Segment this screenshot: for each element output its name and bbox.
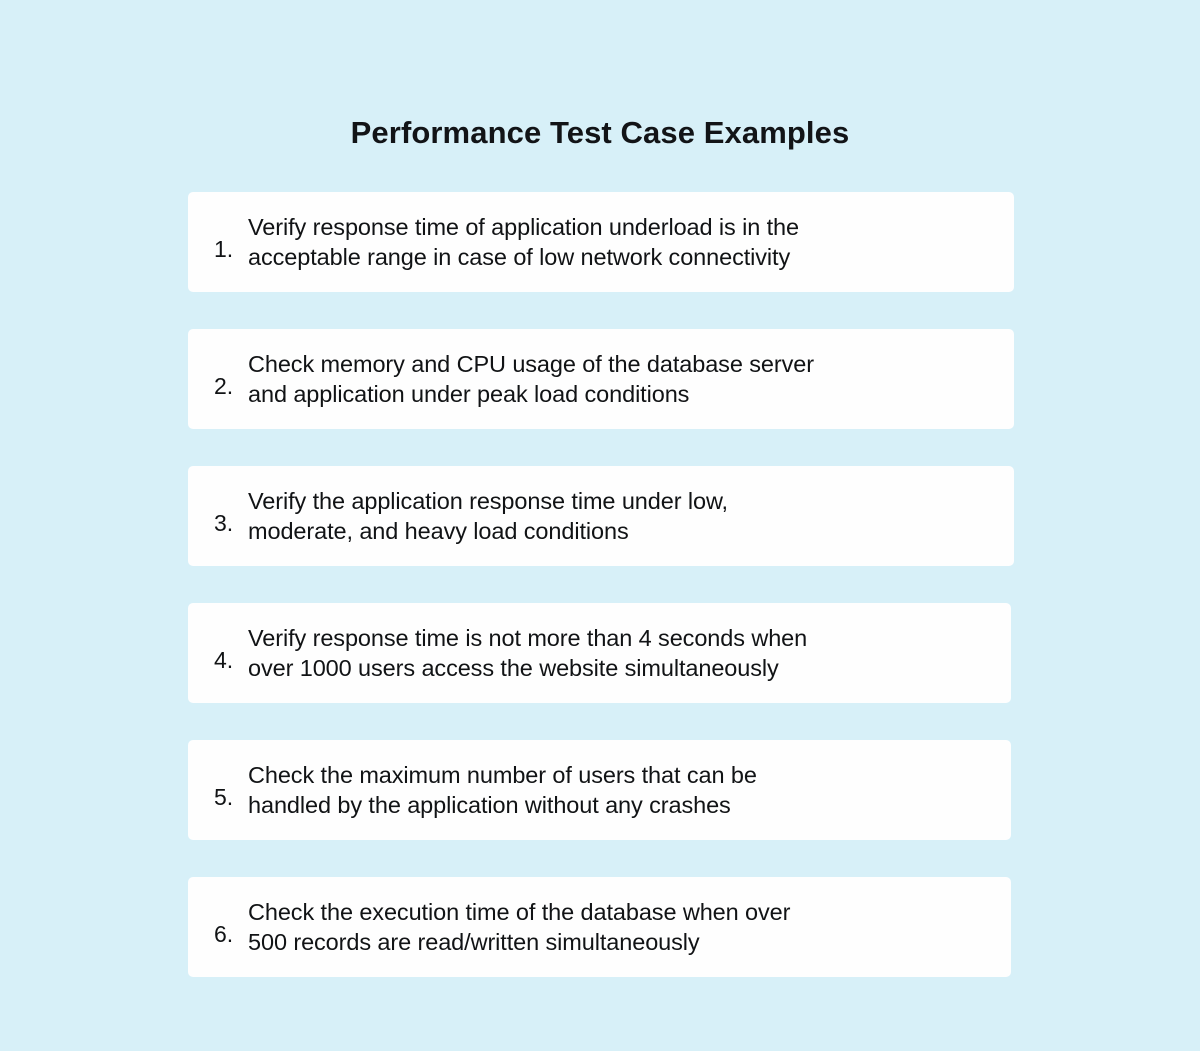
list-item-text: Check the execution time of the database…	[248, 897, 997, 957]
list-item-number: 1.	[214, 236, 234, 262]
list-item-text-line: over 1000 users access the website simul…	[248, 655, 779, 681]
list-item-text-line: Verify response time of application unde…	[248, 214, 799, 240]
list-item: 5. Check the maximum number of users tha…	[188, 740, 1011, 840]
list-item-number: 6.	[214, 921, 234, 947]
list-item-text-line: Verify the application response time und…	[248, 488, 728, 514]
list-item-text-line: handled by the application without any c…	[248, 792, 731, 818]
list-item-text-line: 500 records are read/written simultaneou…	[248, 929, 700, 955]
list-item-number: 3.	[214, 510, 234, 536]
list-item-text-line: Check the maximum number of users that c…	[248, 762, 757, 788]
list-item-text-line: Check memory and CPU usage of the databa…	[248, 351, 814, 377]
list-item-number: 5.	[214, 784, 234, 810]
list-item-text-line: acceptable range in case of low network …	[248, 244, 791, 270]
list-item: 4. Verify response time is not more than…	[188, 603, 1011, 703]
list-item-text-line: Verify response time is not more than 4 …	[248, 625, 808, 651]
list-item-text: Check memory and CPU usage of the databa…	[248, 349, 1000, 409]
page-title: Performance Test Case Examples	[350, 114, 850, 150]
list-item-number: 2.	[214, 373, 234, 399]
list-item-text: Verify response time of application unde…	[248, 212, 1000, 272]
list-item: 6. Check the execution time of the datab…	[188, 877, 1011, 977]
list-item-text-line: and application under peak load conditio…	[248, 381, 690, 407]
list-item-text: Verify response time is not more than 4 …	[248, 623, 997, 683]
list-item-text-line: moderate, and heavy load conditions	[248, 518, 629, 544]
test-case-list: 1. Verify response time of application u…	[188, 192, 1014, 977]
list-item-text-line: Check the execution time of the database…	[248, 899, 791, 925]
list-item: 2. Check memory and CPU usage of the dat…	[188, 329, 1014, 429]
list-item: 3. Verify the application response time …	[188, 466, 1014, 566]
list-item-number: 4.	[214, 647, 234, 673]
list-item: 1. Verify response time of application u…	[188, 192, 1014, 292]
list-item-text: Verify the application response time und…	[248, 486, 1000, 546]
list-item-text: Check the maximum number of users that c…	[248, 760, 997, 820]
